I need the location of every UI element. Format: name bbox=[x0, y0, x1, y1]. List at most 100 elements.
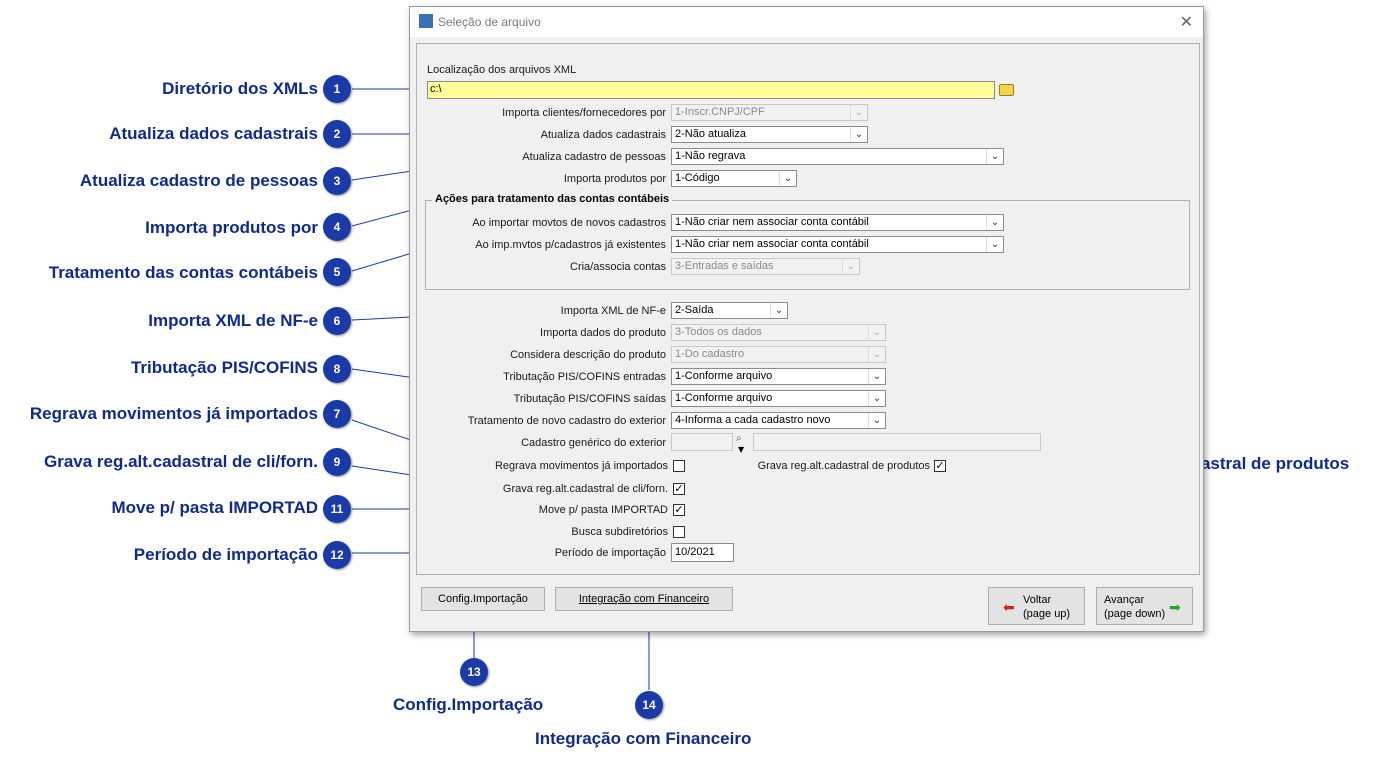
periodo-input[interactable]: 10/2021 bbox=[671, 543, 734, 562]
callout-text-atualiza-pessoas: Atualiza cadastro de pessoas bbox=[79, 171, 318, 190]
voltar-shortcut: (page up) bbox=[1023, 608, 1071, 620]
regrava-label: Regrava movimentos já importados bbox=[494, 460, 668, 472]
grava-cli-label: Grava reg.alt.cadastral de cli/forn. bbox=[502, 483, 668, 495]
existentes-label: Ao imp.mvtos p/cadastros já existentes bbox=[475, 239, 666, 251]
busca-checkbox[interactable] bbox=[673, 526, 685, 538]
window-title: Seleção de arquivo bbox=[438, 15, 541, 29]
considera-label: Considera descrição do produto bbox=[510, 349, 666, 361]
folder-icon[interactable] bbox=[999, 84, 1014, 96]
xml-location-label: Localização dos arquivos XML bbox=[427, 64, 577, 76]
atualiza-pessoas-value: 1-Não regrava bbox=[675, 150, 746, 162]
callout-text-diretorio: Diretório dos XMLs bbox=[162, 79, 318, 98]
considera-value: 1-Do cadastro bbox=[675, 348, 745, 360]
cria-associa-label: Cria/associa contas bbox=[570, 261, 666, 273]
atualiza-pessoas-select[interactable]: 1-Não regrava ⌄ bbox=[671, 148, 1004, 165]
dropdown-small-icon[interactable]: ▼ bbox=[738, 445, 745, 454]
voltar-button[interactable]: ⬅ Voltar (page up) bbox=[988, 587, 1085, 625]
cria-associa-value: 3-Entradas e saídas bbox=[675, 260, 774, 272]
periodo-label: Período de importação bbox=[554, 547, 666, 559]
avancar-label: Avançar bbox=[1104, 594, 1145, 606]
chevron-down-icon: ⌄ bbox=[868, 413, 885, 428]
exterior-select[interactable]: 4-Informa a cada cadastro novo ⌄ bbox=[671, 412, 886, 429]
chevron-down-icon: ⌄ bbox=[850, 127, 867, 142]
callout-badge-9: 9 bbox=[323, 448, 351, 476]
callout-text-config: Config.Importação bbox=[393, 695, 544, 714]
chevron-down-icon: ⌄ bbox=[842, 259, 859, 274]
importa-xml-label: Importa XML de NF-e bbox=[560, 305, 666, 317]
callout-text-tributacao: Tributação PIS/COFINS bbox=[130, 358, 318, 377]
move-label: Move p/ pasta IMPORTAD bbox=[538, 504, 668, 516]
periodo-value: 10/2021 bbox=[675, 546, 715, 558]
callout-badge-6: 6 bbox=[323, 307, 351, 335]
callout-badge-1: 1 bbox=[323, 75, 351, 103]
avancar-button[interactable]: Avançar (page down) ➡ bbox=[1096, 587, 1193, 625]
importa-produtos-value: 1-Código bbox=[675, 172, 720, 184]
callout-text-integracao: Integração com Financeiro bbox=[535, 729, 752, 748]
cria-associa-select: 3-Entradas e saídas ⌄ bbox=[671, 258, 860, 275]
callout-text-atualiza-dados: Atualiza dados cadastrais bbox=[109, 124, 318, 143]
chevron-down-icon: ⌄ bbox=[868, 347, 885, 362]
config-importacao-button[interactable]: Config.Importação bbox=[421, 587, 545, 611]
search-icon[interactable]: ⌕ bbox=[736, 433, 742, 444]
importa-clientes-value: 1-Inscr.CNPJ/CPF bbox=[675, 106, 765, 118]
regrava-checkbox[interactable] bbox=[673, 460, 685, 472]
callout-badge-2: 2 bbox=[323, 120, 351, 148]
avancar-shortcut: (page down) bbox=[1104, 608, 1166, 620]
chevron-down-icon: ⌄ bbox=[868, 369, 885, 384]
importa-dados-value: 3-Todos os dados bbox=[675, 326, 762, 338]
xml-location-value: c:\ bbox=[430, 83, 442, 95]
chevron-down-icon: ⌄ bbox=[850, 105, 867, 120]
chevron-down-icon: ⌄ bbox=[779, 171, 796, 186]
grava-produtos-label: Grava reg.alt.cadastral de produtos bbox=[757, 460, 930, 472]
novos-cadastros-label: Ao importar movtos de novos cadastros bbox=[472, 217, 666, 229]
form-panel bbox=[416, 43, 1200, 575]
callout-badge-3: 3 bbox=[323, 167, 351, 195]
pis-saidas-label: Tributação PIS/COFINS saídas bbox=[513, 393, 666, 405]
callout-badge-8: 8 bbox=[323, 355, 351, 383]
pis-entradas-value: 1-Conforme arquivo bbox=[675, 370, 773, 382]
callout-badge-4: 4 bbox=[323, 213, 351, 241]
existentes-value: 1-Não criar nem associar conta contábil bbox=[675, 238, 869, 250]
callout-badge-12: 12 bbox=[323, 541, 351, 569]
importa-xml-value: 2-Saída bbox=[675, 304, 714, 316]
novos-cadastros-select[interactable]: 1-Não criar nem associar conta contábil … bbox=[671, 214, 1004, 231]
pis-saidas-select[interactable]: 1-Conforme arquivo ⌄ bbox=[671, 390, 886, 407]
callout-badge-13: 13 bbox=[460, 658, 488, 686]
importa-produtos-label: Importa produtos por bbox=[563, 173, 666, 185]
xml-location-input[interactable]: c:\ bbox=[427, 81, 995, 99]
atualiza-dados-select[interactable]: 2-Não atualiza ⌄ bbox=[671, 126, 868, 143]
importa-dados-label: Importa dados do produto bbox=[540, 327, 666, 339]
considera-select: 1-Do cadastro ⌄ bbox=[671, 346, 886, 363]
atualiza-pessoas-label: Atualiza cadastro de pessoas bbox=[522, 151, 666, 163]
file-selection-dialog: Seleção de arquivo ✕ Localização dos arq… bbox=[409, 6, 1204, 632]
importa-dados-select: 3-Todos os dados ⌄ bbox=[671, 324, 886, 341]
callout-text-tratamento-contas: Tratamento das contas contábeis bbox=[48, 263, 318, 282]
grava-cli-checkbox[interactable]: ✓ bbox=[673, 482, 685, 495]
callout-text-regrava: Regrava movimentos já importados bbox=[29, 404, 318, 423]
integracao-financeiro-button[interactable]: Integração com Financeiro bbox=[555, 587, 733, 611]
app-icon bbox=[419, 14, 433, 28]
callout-text-periodo: Período de importação bbox=[133, 545, 318, 564]
callout-badge-11: 11 bbox=[323, 495, 351, 523]
chevron-down-icon: ⌄ bbox=[770, 303, 787, 318]
existentes-select[interactable]: 1-Não criar nem associar conta contábil … bbox=[671, 236, 1004, 253]
cadastro-generico-code-input[interactable] bbox=[671, 433, 733, 451]
grava-produtos-checkbox[interactable]: ✓ bbox=[934, 459, 946, 472]
move-checkbox[interactable]: ✓ bbox=[673, 503, 685, 516]
voltar-label: Voltar bbox=[1023, 594, 1052, 606]
importa-produtos-select[interactable]: 1-Código ⌄ bbox=[671, 170, 797, 187]
importa-clientes-label: Importa clientes/fornecedores por bbox=[502, 107, 666, 119]
chevron-down-icon: ⌄ bbox=[868, 391, 885, 406]
cadastro-generico-label: Cadastro genérico do exterior bbox=[521, 437, 666, 449]
pis-entradas-label: Tributação PIS/COFINS entradas bbox=[503, 371, 666, 383]
exterior-label: Tratamento de novo cadastro do exterior bbox=[467, 415, 666, 427]
importa-xml-select[interactable]: 2-Saída ⌄ bbox=[671, 302, 788, 319]
close-icon[interactable]: ✕ bbox=[1179, 12, 1193, 31]
novos-cadastros-value: 1-Não criar nem associar conta contábil bbox=[675, 216, 869, 228]
pis-entradas-select[interactable]: 1-Conforme arquivo ⌄ bbox=[671, 368, 886, 385]
chevron-down-icon: ⌄ bbox=[986, 149, 1003, 164]
chevron-down-icon: ⌄ bbox=[986, 237, 1003, 252]
cadastro-generico-name-input[interactable] bbox=[753, 433, 1041, 451]
callout-badge-7: 7 bbox=[323, 400, 351, 428]
busca-label: Busca subdiretórios bbox=[571, 526, 668, 538]
